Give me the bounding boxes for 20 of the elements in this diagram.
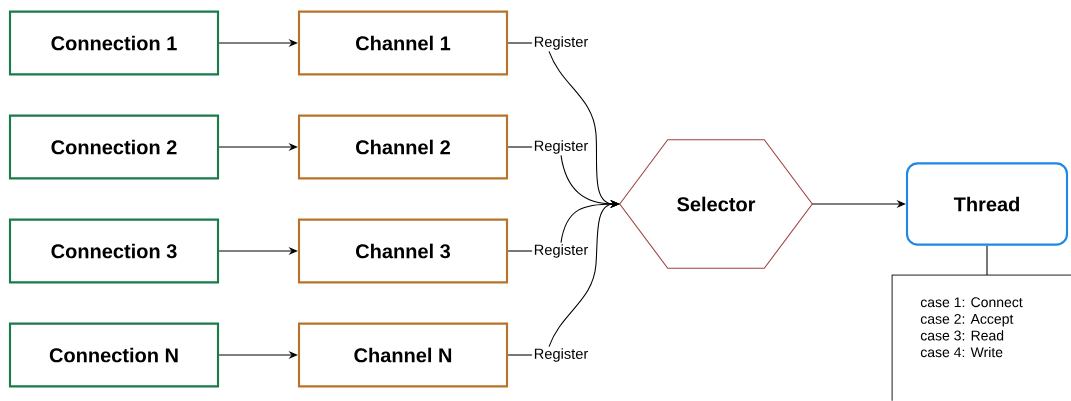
thread-box: Thread [905, 162, 1069, 246]
connection-box: Connection 3 [8, 218, 220, 284]
selector-hexagon: Selector [619, 139, 813, 269]
connection-box: Connection 2 [8, 114, 220, 180]
channel-box: Channel N [297, 322, 509, 388]
connector-line [507, 42, 533, 44]
connector-line [507, 146, 533, 148]
connection-box: Connection N [8, 322, 220, 388]
channel-box: Channel 2 [297, 114, 509, 180]
register-label: Register [534, 140, 589, 154]
register-label: Register [534, 348, 589, 362]
register-label: Register [534, 244, 589, 258]
channel-box: Channel 1 [297, 10, 509, 76]
register-label: Register [534, 36, 589, 50]
connector-line [507, 250, 533, 252]
connection-box: Connection 1 [8, 10, 220, 76]
connector-line [986, 245, 988, 276]
connector-line [507, 354, 533, 356]
case-list-box: case 1: Connect case 2: Accept case 3: Read case 4: Write [891, 274, 1071, 401]
channel-box: Channel 3 [297, 218, 509, 284]
